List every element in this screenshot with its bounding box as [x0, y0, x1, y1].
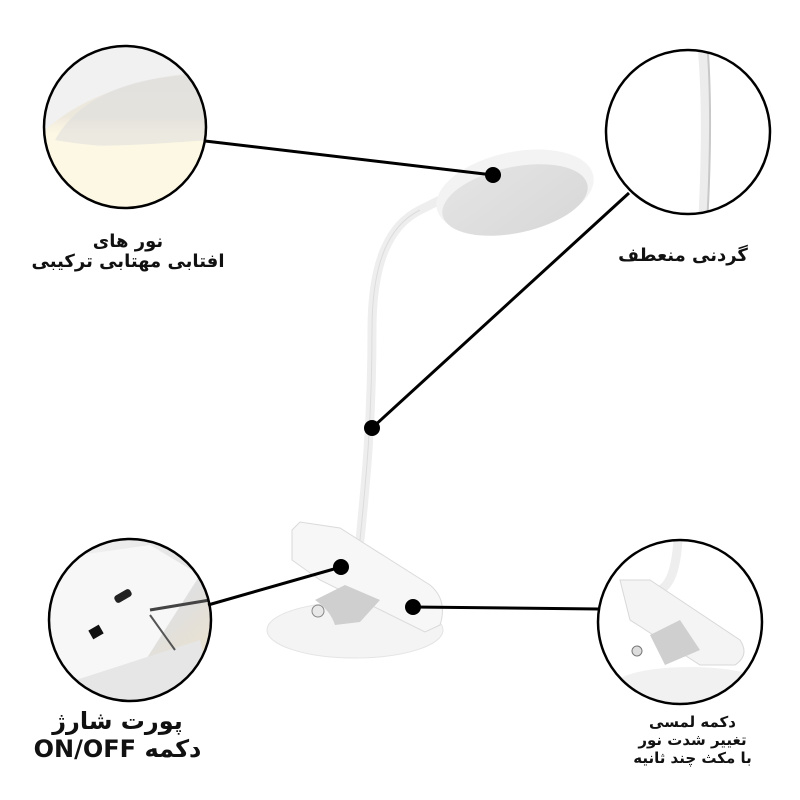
detail-circle-charging-port	[47, 537, 213, 703]
callout-flexible-neck	[364, 191, 631, 436]
detail-circle-light-modes	[42, 44, 208, 210]
label-word-farsi: دکمه	[144, 734, 202, 763]
lamp-clip	[291, 521, 443, 633]
callout-touch-button	[405, 599, 600, 615]
usb-port-icon	[114, 589, 132, 603]
label-flexible-neck: گردنی منعطف	[598, 246, 768, 266]
label-line: گردنی منعطف	[618, 245, 748, 266]
label-line: دکمه لمسی	[649, 713, 736, 731]
label-line: دکمه ON/OFF	[0, 734, 235, 764]
label-word-latin: ON/OFF	[33, 734, 137, 763]
callout-charging-port	[207, 559, 349, 607]
callout-dot	[333, 559, 349, 575]
callout-dot	[485, 167, 501, 183]
callout-dot	[405, 599, 421, 615]
power-switch-icon	[88, 624, 104, 640]
label-line: تغییر شدت نور	[638, 731, 747, 749]
label-line: با مکث چند ثانیه	[633, 749, 752, 767]
label-line: نور های	[92, 231, 164, 252]
clip-screw	[311, 604, 325, 618]
label-light-modes: نور های افتابی مهتابی ترکیبی	[8, 232, 248, 272]
detail-circle-touch-button	[596, 538, 764, 706]
lamp-product	[266, 149, 594, 659]
lamp-shade	[442, 164, 588, 236]
label-touch-button: دکمه لمسی تغییر شدت نور با مکث چند ثانیه	[595, 713, 790, 767]
label-line: افتابی مهتابی ترکیبی	[31, 250, 225, 272]
label-line: پورت شارژ	[52, 707, 183, 735]
callout-dot	[364, 420, 380, 436]
detail-circle-flexible-neck	[604, 48, 772, 216]
label-charging-port: پورت شارژ دکمه ON/OFF	[0, 707, 235, 764]
callout-light-modes	[204, 139, 501, 183]
